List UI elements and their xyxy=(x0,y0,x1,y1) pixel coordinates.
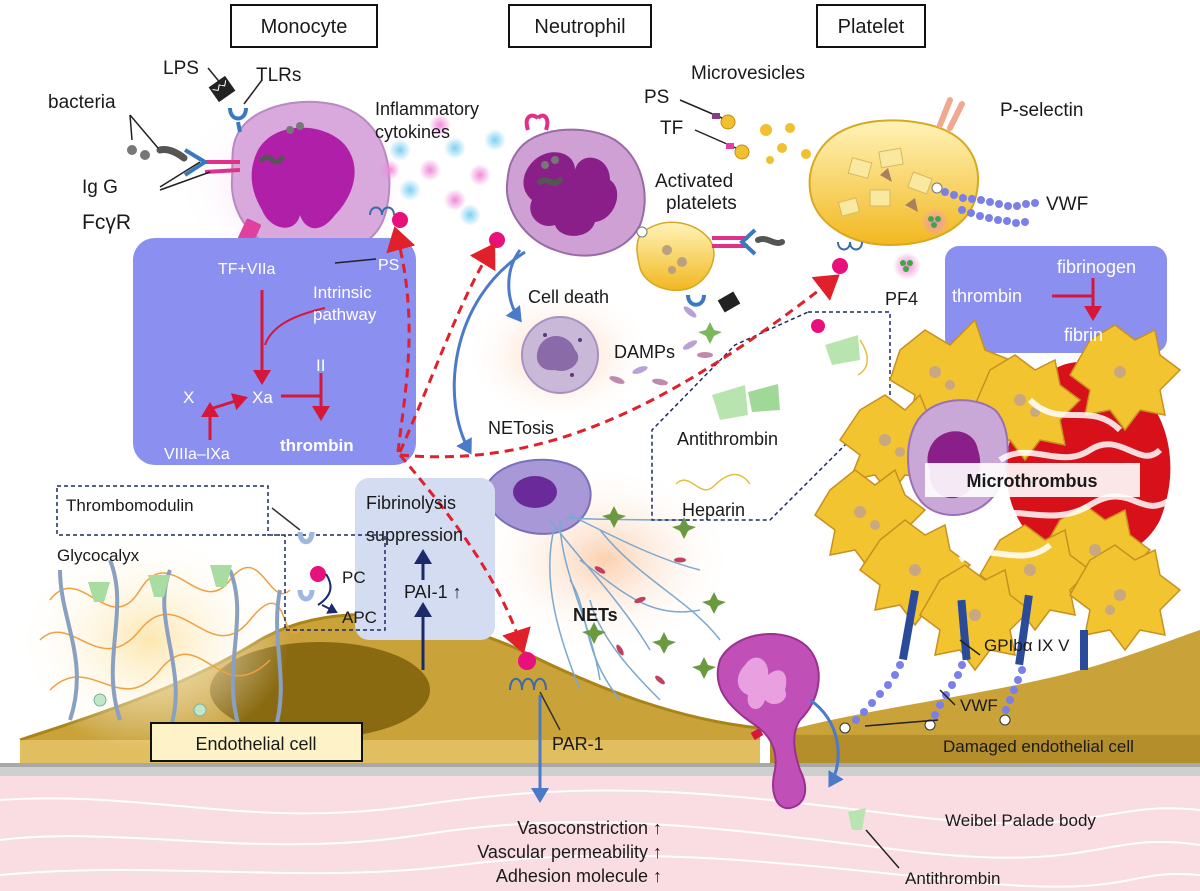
label-vwf-bottom: VWF xyxy=(960,696,998,715)
label-bacteria: bacteria xyxy=(48,92,116,113)
label-fcgr: FcγR xyxy=(82,211,131,234)
leader-lines xyxy=(129,67,939,727)
coag-arrows xyxy=(201,290,330,440)
label-fibrin: fibrin xyxy=(1064,325,1103,345)
label-viiia-ixa: VIIIa–IXa xyxy=(164,446,230,463)
microthrombus-label-bg xyxy=(925,463,1140,497)
label-vwf-top: VWF xyxy=(1046,194,1088,215)
label-endothelial-cell: Endothelial cell xyxy=(195,734,316,754)
monocyte-header-box xyxy=(230,4,378,48)
thrombomodulin-box xyxy=(56,485,386,631)
label-vasoconstriction: Vasoconstriction ↑ xyxy=(517,818,662,838)
monocyte-cell xyxy=(177,89,427,279)
cytokines xyxy=(380,114,506,226)
label-gpib: GPIbα IX V xyxy=(984,636,1070,655)
label-factor-ii: II xyxy=(316,356,325,375)
monocyte-header: Monocyte xyxy=(261,16,348,38)
label-pc: PC xyxy=(342,568,366,587)
label-cytokines-1: Inflammatory xyxy=(375,99,479,119)
label-apc: APC xyxy=(342,608,377,627)
label-antithrombin-bottom: Antithrombin xyxy=(905,869,1000,888)
endothelial-anchors xyxy=(839,714,1011,734)
label-p-selectin: P-selectin xyxy=(1000,100,1083,121)
label-fibrinolysis-1: Fibrinolysis xyxy=(366,493,456,513)
label-ps-vesicle: PS xyxy=(644,87,669,108)
neutrophil-arrows xyxy=(452,249,526,455)
label-lps: LPS xyxy=(163,58,199,79)
label-tlrs: TLRs xyxy=(256,65,301,86)
label-cell-death: Cell death xyxy=(528,287,609,307)
neutrophil-header: Neutrophil xyxy=(534,16,625,38)
label-netosis: NETosis xyxy=(488,418,554,438)
antithrombin-bottom-shape xyxy=(848,808,866,830)
label-pai1: PAI-1 ↑ xyxy=(404,582,462,602)
label-thrombin-box: thrombin xyxy=(952,286,1022,306)
label-tf-viia: TF+VIIa xyxy=(218,261,275,278)
label-pf4: PF4 xyxy=(885,289,918,309)
label-adhesion-molecule: Adhesion molecule ↑ xyxy=(496,866,662,886)
label-cytokines-2: cytokines xyxy=(375,122,450,142)
label-factor-xa: Xa xyxy=(252,388,273,407)
label-intrinsic-1: Intrinsic xyxy=(313,283,372,302)
microvesicles xyxy=(679,99,811,164)
netosis-cell xyxy=(475,458,735,655)
nets-web xyxy=(549,506,726,701)
label-fibrinogen: fibrinogen xyxy=(1057,257,1136,277)
fibrinolysis-box xyxy=(355,478,495,670)
label-glycocalyx: Glycocalyx xyxy=(57,546,140,565)
label-thrombin: thrombin xyxy=(280,436,354,455)
par1-receptor xyxy=(509,652,561,803)
label-fibrinolysis-2: suppression xyxy=(366,525,463,545)
tlr-receptor xyxy=(208,75,248,133)
label-weibel-palade: Weibel Palade body xyxy=(945,811,1096,830)
label-damaged-endothelial: Damaged endothelial cell xyxy=(943,737,1134,756)
label-factor-x: X xyxy=(183,388,194,407)
label-antithrombin-box: Antithrombin xyxy=(677,429,778,449)
activated-platelet xyxy=(636,221,785,313)
antithrombin-box xyxy=(651,311,891,521)
label-heparin: Heparin xyxy=(682,500,745,520)
damps-fragments xyxy=(609,306,722,386)
label-activated-2: platelets xyxy=(666,193,737,214)
label-par1: PAR-1 xyxy=(552,734,604,754)
neutrophil-cell xyxy=(489,113,646,257)
microthrombus-cluster xyxy=(814,318,1182,672)
label-nets: NETs xyxy=(573,605,618,625)
platelet-header: Platelet xyxy=(838,16,905,38)
label-damps: DAMPs xyxy=(614,342,675,362)
label-leader-lines xyxy=(865,639,981,869)
label-activated-1: Activated xyxy=(655,171,733,192)
vwf-strand-top xyxy=(941,188,1039,227)
vwf-strand-bottom xyxy=(852,661,1026,724)
label-vascular-permeability: Vascular permeability ↑ xyxy=(477,842,662,862)
tissue-layer xyxy=(0,763,1200,891)
endothelial-label-box xyxy=(150,722,363,762)
label-microvesicles: Microvesicles xyxy=(691,63,805,84)
fcgr-receptor xyxy=(127,145,241,177)
label-intrinsic-2: pathway xyxy=(313,305,377,324)
pf4-molecules xyxy=(893,208,949,280)
label-tf-vesicle: TF xyxy=(660,118,683,139)
label-microthrombus: Microthrombus xyxy=(966,471,1097,491)
label-ps-monocyte: PS xyxy=(378,257,399,274)
thrombin-arrows xyxy=(386,226,840,654)
weibel-palade-body xyxy=(716,633,844,810)
par-receptor-monocyte xyxy=(369,206,408,228)
neutrophil-header-box xyxy=(508,4,652,48)
glycocalyx xyxy=(10,530,301,750)
label-igg: Ig G xyxy=(82,177,118,198)
label-thrombomodulin: Thrombomodulin xyxy=(66,496,194,515)
platelet-header-box xyxy=(816,4,926,48)
